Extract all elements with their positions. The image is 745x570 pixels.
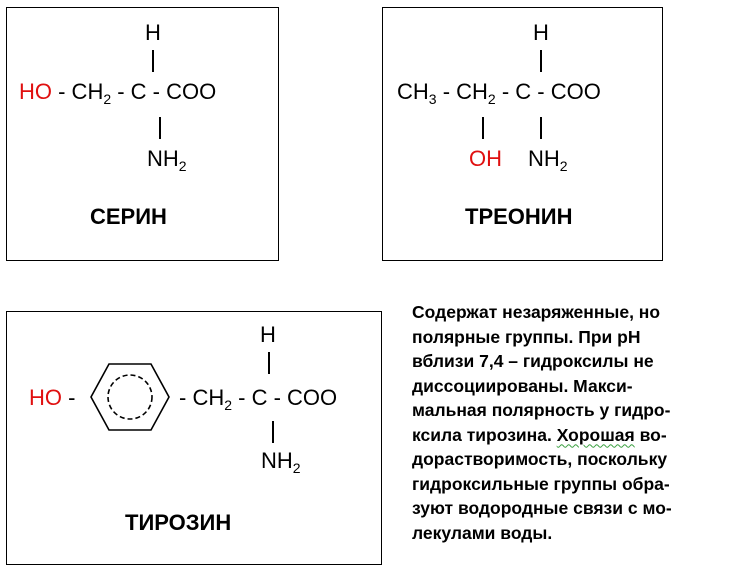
threonine-amino: NH2	[528, 146, 568, 174]
serine-h: H	[145, 20, 161, 45]
tyrosine-h: H	[260, 322, 276, 347]
description-line: дорастворимость, поскольку	[412, 449, 668, 469]
threonine-name: ТРЕОНИН	[465, 204, 573, 229]
serine-panel: H HO - CH2 - C - COO NH2 СЕРИН	[6, 7, 279, 261]
description-line: гидроксильные группы обра-	[412, 473, 670, 494]
threonine-bond-bottom	[540, 117, 542, 139]
tyrosine-left: HO -	[29, 385, 76, 410]
serine-name: СЕРИН	[90, 204, 167, 229]
tyrosine-amino: NH2	[261, 448, 301, 476]
description-line: Содержат незаряженные, но	[412, 302, 661, 322]
threonine-bond-top	[540, 50, 542, 72]
threonine-h: H	[533, 20, 549, 45]
description-line: вблизи 7,4 – гидроксилы не	[412, 351, 654, 371]
description-line: мальная полярность у гидро-	[412, 400, 671, 420]
description-line: полярные группы. При рН	[412, 326, 641, 347]
serine-bond-bottom	[159, 117, 161, 139]
description-line: ксила тирозина. Хорошая во-	[412, 424, 667, 445]
tyrosine-panel: H HO - - CH2 - C - COO NH2 ТИРОЗИН	[6, 311, 382, 565]
description-text: Содержат незаряженные, но полярные групп…	[412, 300, 737, 545]
serine-formula: HO - CH2 - C - COO	[19, 79, 217, 107]
tyrosine-name: ТИРОЗИН	[125, 510, 232, 535]
benzene-ring-icon	[90, 363, 170, 431]
tyrosine-hydroxyl: HO	[29, 385, 62, 410]
threonine-panel: H CH3 - CH2 - C - COO OH NH2 ТРЕОНИН	[382, 7, 663, 261]
serine-amino: NH2	[147, 146, 187, 174]
tyrosine-bond-bottom	[272, 421, 274, 443]
threonine-bond-oh	[482, 117, 484, 139]
spellcheck-word: Хорошая	[556, 424, 635, 445]
threonine-hydroxyl: OH	[469, 146, 502, 171]
threonine-formula: CH3 - CH2 - C - COO	[397, 79, 601, 107]
description-line: диссоциированы. Макси-	[412, 375, 633, 396]
serine-bond-top	[152, 50, 154, 72]
serine-hydroxyl: HO	[19, 79, 52, 104]
tyrosine-bond-top	[268, 352, 270, 374]
tyrosine-chain: - CH2 - C - COO	[179, 385, 338, 413]
description-line: лекулами воды.	[412, 522, 553, 543]
description-line: зуют водородные связи с мо-	[412, 498, 672, 518]
